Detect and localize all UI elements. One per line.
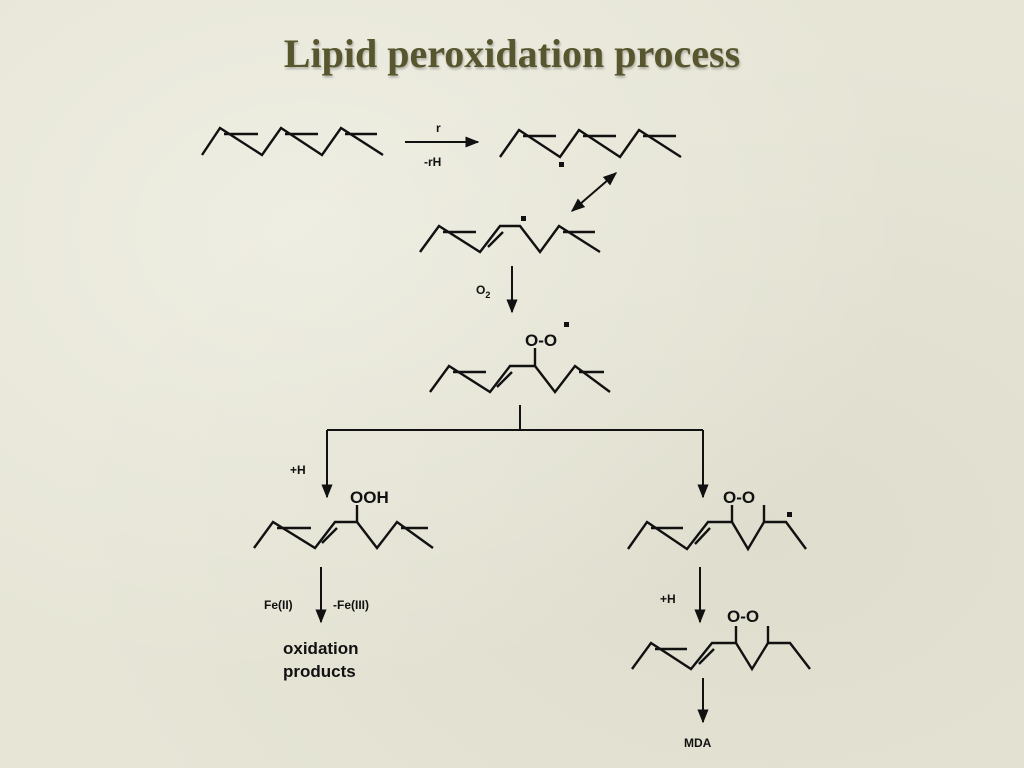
radical-dot	[559, 162, 564, 167]
minus-fe3-label: -Fe(III)	[333, 598, 369, 612]
resonance-double-arrow	[570, 172, 618, 212]
endoperoxide-group-label: O-O	[727, 607, 759, 626]
hydroperoxide-group-label: OOH	[350, 488, 389, 507]
radical-dot	[787, 512, 792, 517]
oxidation-products-line2: products	[283, 662, 356, 681]
conjugated-radical-molecule	[419, 216, 601, 255]
lipid-radical-molecule	[499, 128, 682, 167]
plus-h-label: +H	[290, 463, 306, 477]
radical-dot	[521, 216, 526, 221]
fatty-acid-molecule	[201, 126, 384, 157]
oxidation-products-line1: oxidation	[283, 639, 359, 658]
cyclic-peroxide-radical-molecule: O-O	[627, 488, 807, 552]
oxygen-addition-arrow: O2	[476, 266, 518, 314]
fe2-label: Fe(II)	[264, 598, 293, 612]
cyclic-endoperoxide-molecule: O-O	[631, 607, 811, 672]
peroxyl-radical-molecule: O-O	[429, 322, 611, 394]
endoperoxide-group-label: O-O	[723, 488, 755, 507]
minus-rh-label: -rH	[424, 155, 441, 169]
abstraction-arrow: r -rH	[405, 121, 480, 169]
lipid-hydroperoxide-molecule: OOH	[253, 488, 434, 550]
hydrogen-addition-arrow: +H	[660, 567, 706, 624]
plus-h-right-label: +H	[660, 592, 676, 606]
branch-connector: +H	[290, 405, 709, 499]
mda-label: MDA	[684, 736, 712, 750]
slide-title: Lipid peroxidation process	[283, 31, 741, 76]
radical-reagent-label: r	[436, 121, 441, 135]
iron-reduction-arrow: Fe(II) -Fe(III)	[264, 567, 369, 624]
radical-dot	[564, 322, 569, 327]
oxygen-label: O2	[476, 283, 490, 300]
peroxyl-group-label: O-O	[525, 331, 557, 350]
